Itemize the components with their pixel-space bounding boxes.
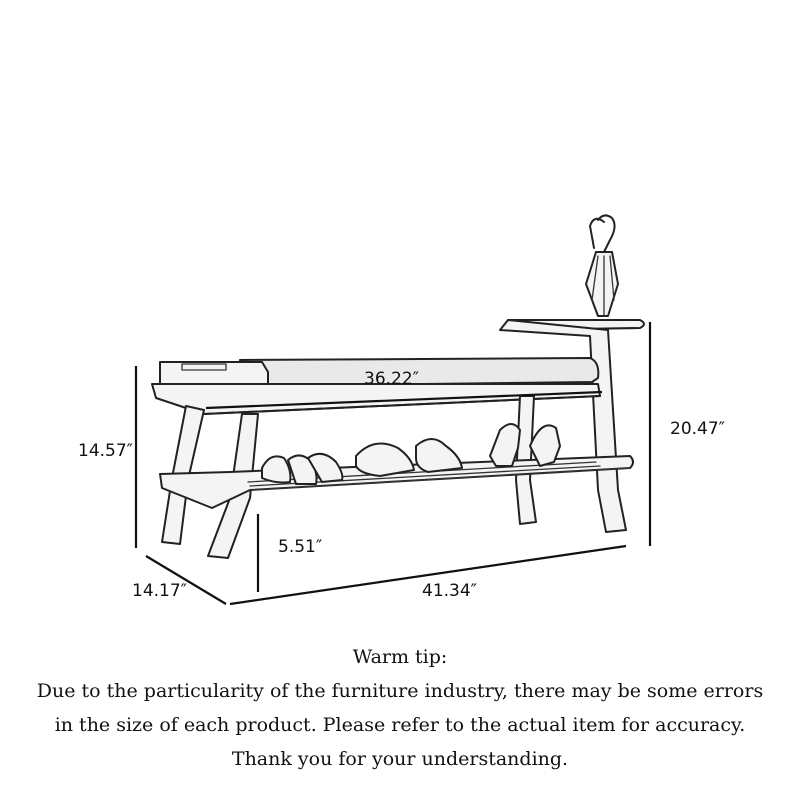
tip-line-2: in the size of each product. Please refe… <box>54 714 746 736</box>
dim-depth-label: 14.17″ <box>132 581 187 601</box>
tip-line-1: Due to the particularity of the furnitur… <box>36 680 764 702</box>
bench-illustration <box>151 214 645 559</box>
tip-heading: Warm tip: <box>352 646 448 668</box>
umbrella-icon <box>585 214 619 317</box>
shoe-icon <box>261 423 561 485</box>
dim-total-height-label: 20.47″ <box>670 419 725 439</box>
dim-seat-width-label: 36.22″ <box>364 369 419 389</box>
dim-total-width-label: 41.34″ <box>422 581 477 601</box>
tip-line-3: Thank you for your understanding. <box>231 748 569 770</box>
dim-seat-height-label: 14.57″ <box>78 441 133 461</box>
dimension-lines <box>134 322 652 606</box>
dim-shelf-height-label: 5.51″ <box>278 537 322 557</box>
